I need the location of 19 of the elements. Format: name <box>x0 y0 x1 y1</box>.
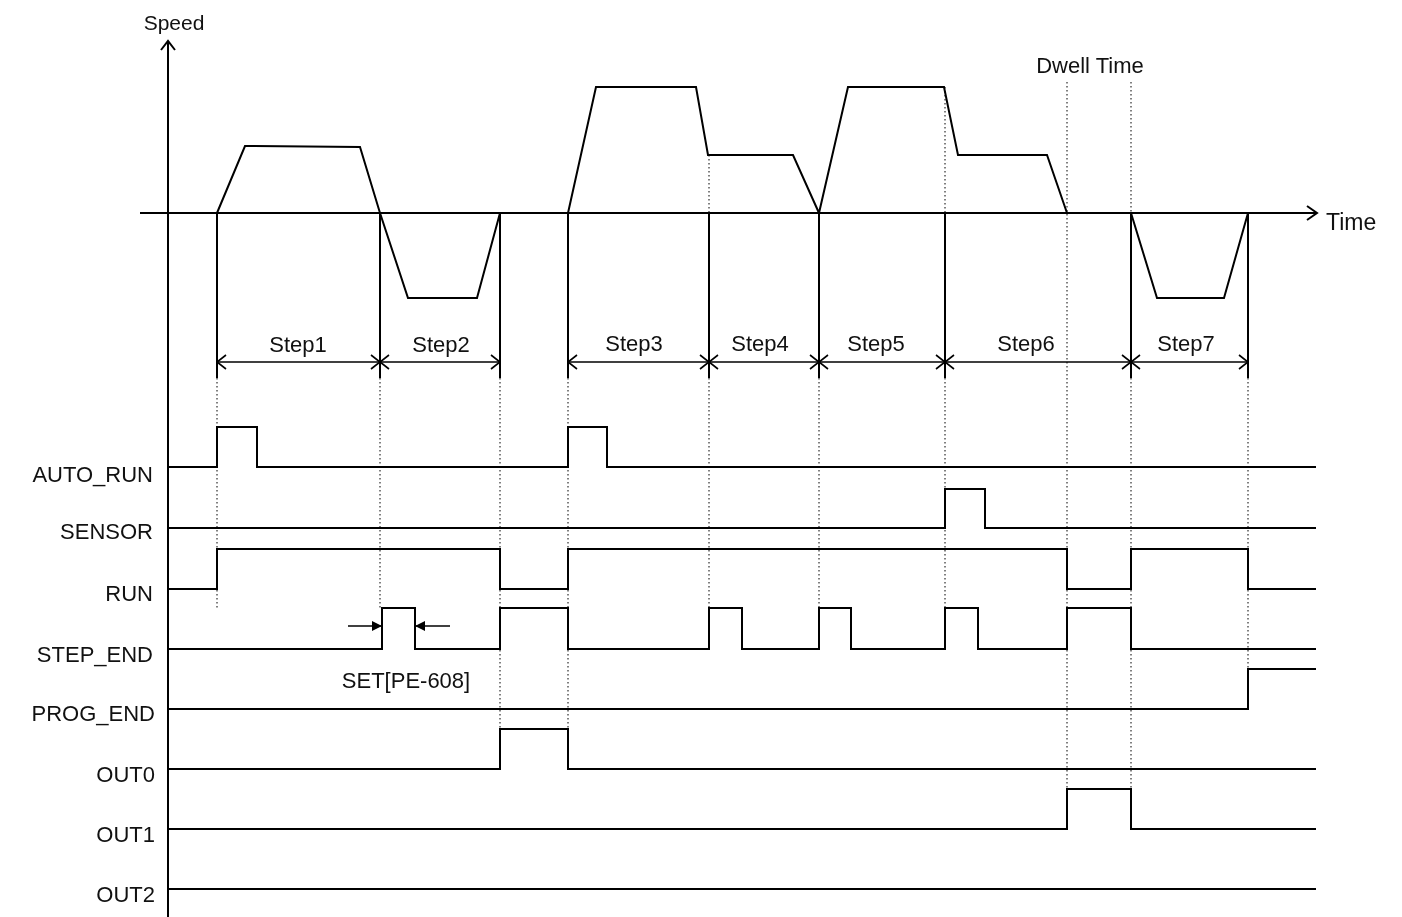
step-label: Step6 <box>997 333 1055 355</box>
step-label: Step7 <box>1157 333 1215 355</box>
signal-name: PROG_END <box>31 703 155 725</box>
axis-label: Time <box>1326 210 1377 234</box>
signal-name: AUTO_RUN <box>32 464 153 486</box>
axis-label: Speed <box>143 11 205 33</box>
step-label: Step1 <box>269 334 327 356</box>
signal-name: OUT1 <box>96 824 155 846</box>
step-label: Step5 <box>847 333 905 355</box>
signal-name: SENSOR <box>60 521 153 543</box>
signal-name: OUT0 <box>96 764 155 786</box>
signal-name: RUN <box>105 583 153 605</box>
step-label: Step2 <box>412 334 470 356</box>
signal-name: STEP_END <box>36 644 153 666</box>
annotation: Dwell Time <box>1036 55 1144 77</box>
step-label: Step3 <box>605 333 663 355</box>
step-label: Step4 <box>731 333 789 355</box>
annotation: SET[PE-608] <box>341 670 471 692</box>
signal-name: OUT2 <box>96 884 155 906</box>
